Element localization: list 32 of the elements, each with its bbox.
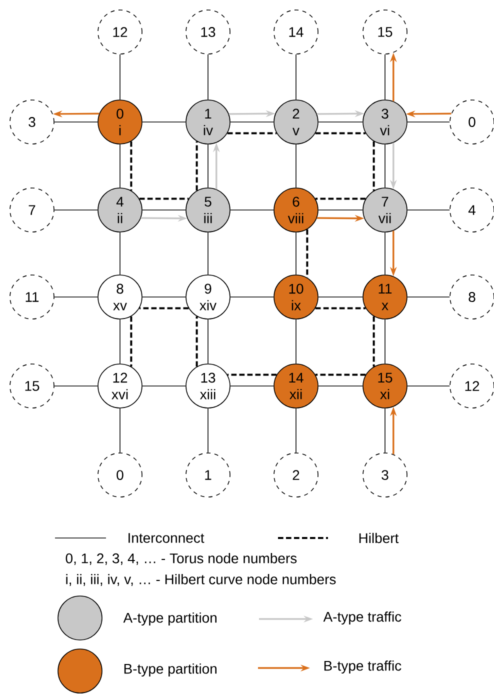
legend-text: Hilbert (359, 532, 399, 544)
hilbert-path-segment (196, 141, 198, 191)
interconnect-line (384, 232, 386, 275)
hilbert-path-segment (315, 198, 366, 200)
hilbert-path-segment (315, 374, 366, 376)
hilbert-path-segment (227, 132, 277, 134)
interconnect-line (407, 296, 450, 298)
hilbert-path-segment (130, 141, 132, 191)
hilbert-path-segment (196, 316, 198, 367)
interconnect-line (318, 296, 363, 298)
legend-note: 0, 1, 2, 3, 4, … - Torus node numbers (66, 553, 297, 565)
hilbert-path-segment (372, 316, 375, 367)
legend-text: B-type partition (124, 663, 216, 677)
hilbert-path-segment (130, 316, 132, 367)
legend-note: i, ii, iii, iv, v, … - Hilbert curve node numbers (66, 574, 336, 586)
legend-text: Interconnect (128, 533, 204, 543)
interconnect-line (384, 54, 386, 100)
interconnect-line (384, 144, 386, 188)
interconnect-line (142, 296, 186, 298)
hilbert-path-segment (139, 198, 189, 200)
legend-text: A-type traffic (323, 611, 402, 625)
hilbert-path-segment (139, 307, 189, 310)
interconnect-line (384, 408, 386, 453)
interconnect-line (230, 296, 274, 298)
hilbert-path-segment (372, 141, 375, 191)
hilbert-path-segment (315, 307, 366, 310)
legend-text: B-type traffic (324, 660, 402, 674)
legend-text: A-type partition (123, 612, 216, 626)
hilbert-path-segment (315, 132, 366, 134)
interconnect-line (384, 319, 386, 364)
interconnect-line (54, 296, 98, 298)
hilbert-path-segment (227, 374, 277, 376)
